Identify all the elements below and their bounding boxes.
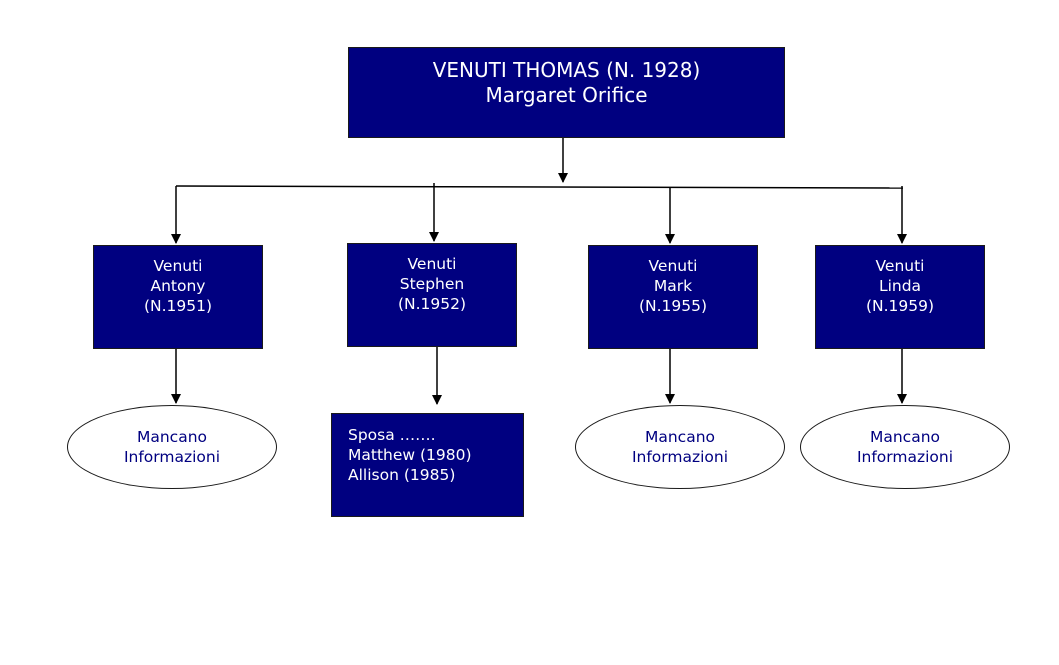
root-spouse: Margaret Orifice	[485, 83, 648, 107]
missing-info-label: Mancano	[869, 428, 941, 446]
missing-info-label: Informazioni	[631, 448, 729, 466]
missing-info-oval-linda: Mancano Informazioni	[800, 405, 1010, 489]
child-birth-year: (N.1959)	[865, 297, 935, 315]
sibling-bar	[175, 185, 904, 189]
child-surname: Venuti	[875, 257, 925, 275]
child-given-name: Linda	[878, 277, 922, 295]
child-box-linda: Venuti Linda (N.1959)	[815, 245, 985, 349]
child-box-mark: Venuti Mark (N.1955)	[588, 245, 758, 349]
child-box-stephen: Venuti Stephen (N.1952)	[347, 243, 517, 347]
missing-info-oval-antony: Mancano Informazioni	[67, 405, 277, 489]
root-name: VENUTI THOMAS (N. 1928)	[432, 58, 701, 82]
child-given-name: Stephen	[399, 275, 465, 293]
child-box-antony: Venuti Antony (N.1951)	[93, 245, 263, 349]
missing-info-label: Informazioni	[856, 448, 954, 466]
child-birth-year: (N.1951)	[143, 297, 213, 315]
child-birth-year: (N.1952)	[397, 295, 467, 313]
child-given-name: Antony	[150, 277, 206, 295]
spouse-line: Sposa …….	[348, 426, 436, 444]
missing-info-label: Informazioni	[123, 448, 221, 466]
grandchild-allison: Allison (1985)	[348, 466, 456, 484]
missing-info-label: Mancano	[136, 428, 208, 446]
child-birth-year: (N.1955)	[638, 297, 708, 315]
grandchild-matthew: Matthew (1980)	[348, 446, 472, 464]
child-surname: Venuti	[407, 255, 457, 273]
missing-info-oval-mark: Mancano Informazioni	[575, 405, 785, 489]
child-surname: Venuti	[648, 257, 698, 275]
missing-info-label: Mancano	[644, 428, 716, 446]
stephen-family-box: Sposa ……. Matthew (1980) Allison (1985)	[331, 413, 524, 517]
child-given-name: Mark	[653, 277, 693, 295]
child-surname: Venuti	[153, 257, 203, 275]
root-person-box: VENUTI THOMAS (N. 1928) Margaret Orifice	[348, 47, 785, 138]
